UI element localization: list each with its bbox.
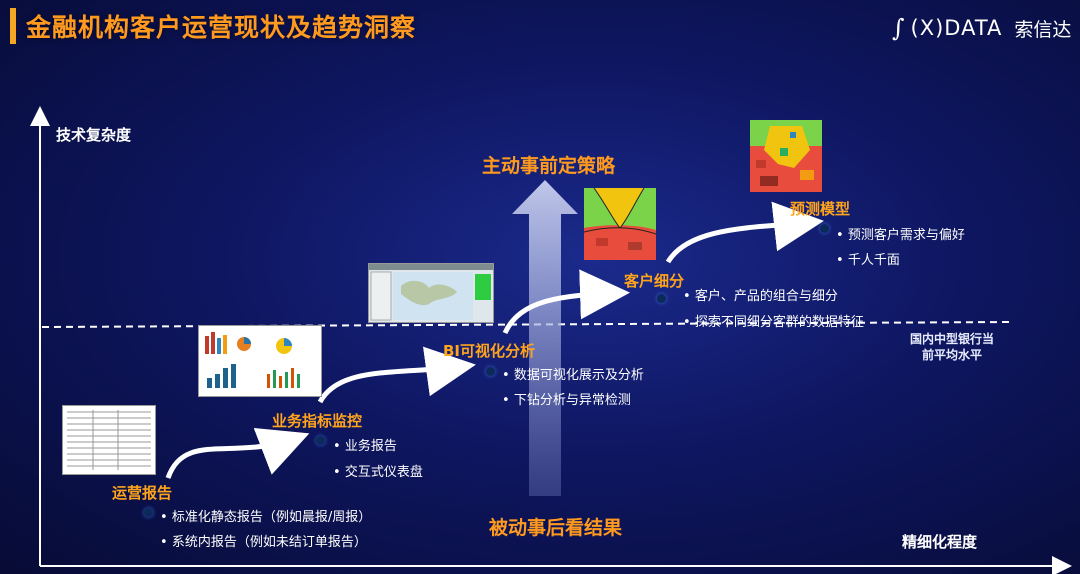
curve-arrow-3 <box>502 269 630 335</box>
stage-4-bullet-2: 探索不同细分客群的数据特征 <box>683 311 864 330</box>
integral-logo-icon: ∫ <box>892 14 905 42</box>
stage-predictive-model: 预测模型 <box>790 200 851 218</box>
title-accent-bar <box>10 8 16 44</box>
strategy-up-arrow <box>512 180 578 496</box>
y-axis-label: 技术复杂度 <box>56 126 132 144</box>
curve-arrow-2 <box>317 346 476 404</box>
stage-2-dot-icon <box>316 436 325 445</box>
stage-business-metrics: 业务指标监控 <box>272 412 363 430</box>
brand-logo: ∫ (X)DATA 索信达 <box>892 8 1071 48</box>
stage-5-bullet-2: 千人千面 <box>836 249 900 268</box>
stage-4-dot-icon <box>657 294 666 303</box>
stage-2-bullet-1: 业务报告 <box>333 435 397 454</box>
stage-5-dot-icon <box>820 224 829 233</box>
curve-arrow-1 <box>165 427 310 479</box>
stage-3-bullet-2: 下钻分析与异常检测 <box>502 389 631 408</box>
logo-chinese-name: 索信达 <box>1014 18 1072 41</box>
reference-dashed-line <box>41 321 1011 328</box>
static-report-thumbnail <box>62 405 156 475</box>
page-title: 金融机构客户运营现状及趋势洞察 <box>26 13 417 42</box>
stage-1-bullet-1: 标准化静态报告（例如晨报/周报） <box>160 506 371 525</box>
stage-1-dot-icon <box>144 508 153 517</box>
logo-text: (X)DATA <box>910 16 1003 40</box>
stage-bi-visual-analysis: BI可视化分析 <box>443 342 536 360</box>
prediction-heatmap-thumbnail <box>750 120 822 192</box>
stage-customer-segmentation: 客户细分 <box>624 272 685 290</box>
curve-arrow-4 <box>665 201 824 264</box>
segmentation-heatmap-thumbnail <box>584 188 656 260</box>
stage-operation-report: 运营报告 <box>112 484 173 502</box>
stage-1-bullet-2: 系统内报告（例如未结订单报告） <box>160 531 367 550</box>
reference-line-label: 国内中型银行当 前平均水平 <box>910 332 995 362</box>
x-axis-label: 精细化程度 <box>902 533 978 551</box>
stage-2-bullet-2: 交互式仪表盘 <box>333 461 423 480</box>
dashboard-thumbnail <box>198 325 322 397</box>
stage-4-bullet-1: 客户、产品的组合与细分 <box>683 285 838 304</box>
stage-5-bullet-1: 预测客户需求与偏好 <box>836 224 965 243</box>
arrow-bottom-label: 被动事后看结果 <box>489 517 623 539</box>
stage-3-dot-icon <box>486 367 495 376</box>
stage-3-bullet-1: 数据可视化展示及分析 <box>502 364 644 383</box>
arrow-top-label: 主动事前定策略 <box>482 155 616 177</box>
bi-map-thumbnail <box>368 263 494 323</box>
